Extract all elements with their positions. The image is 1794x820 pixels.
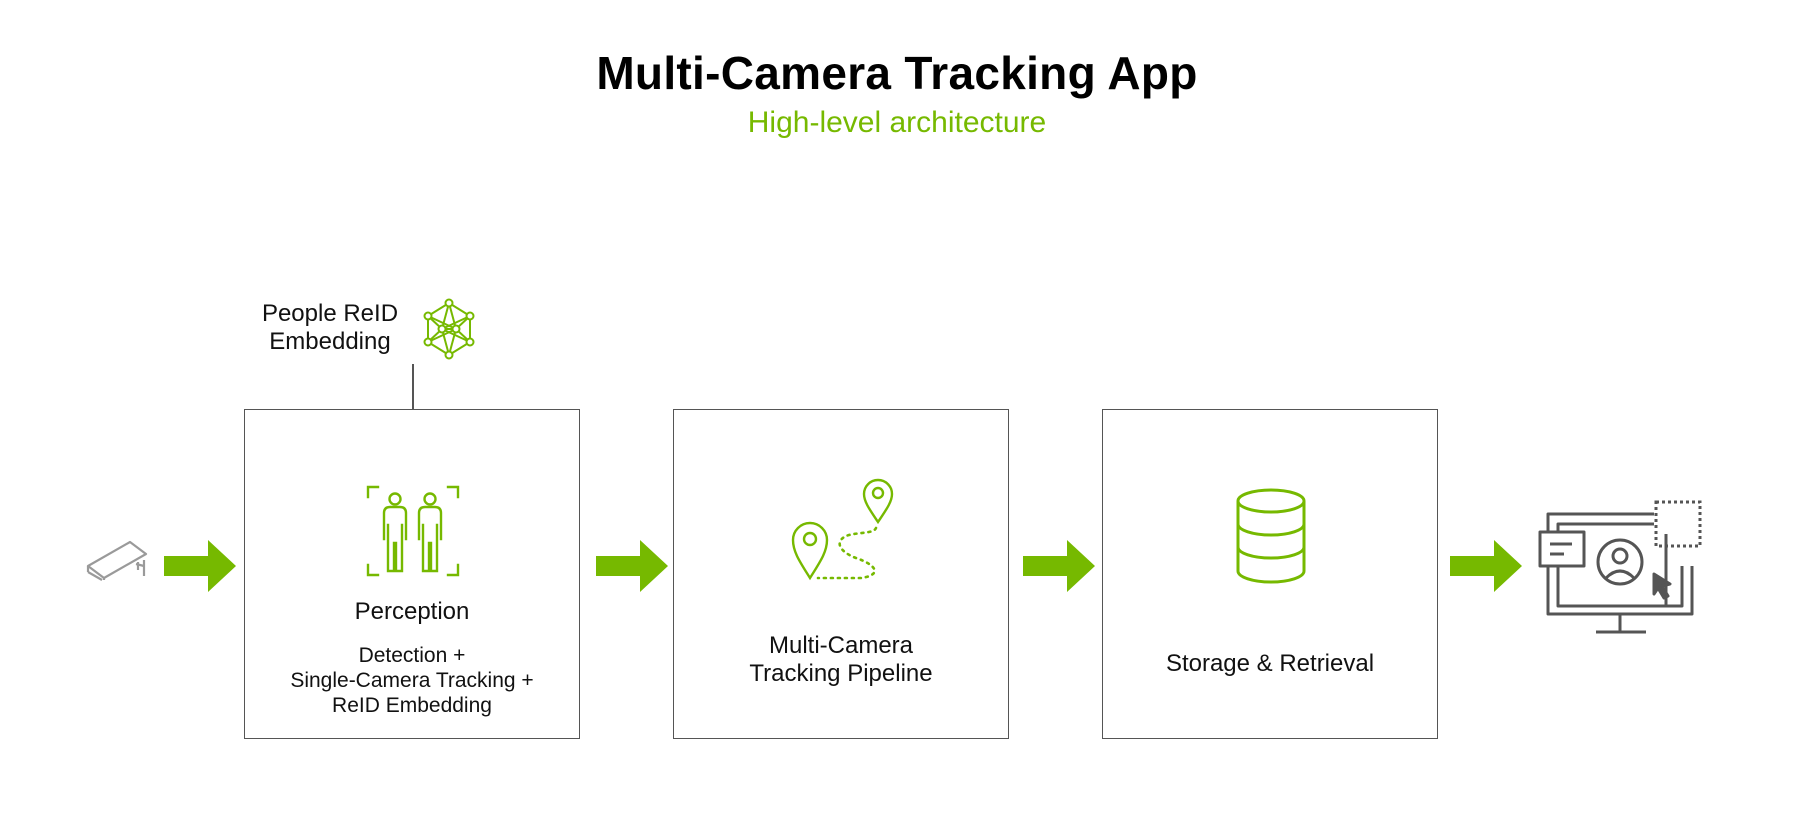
page-subtitle: High-level architecture	[747, 106, 1047, 139]
route-pins-icon	[791, 478, 894, 581]
mct-title-line-2: Tracking Pipeline	[749, 660, 933, 687]
flow-arrow-2	[596, 540, 668, 592]
flow-arrow-4	[1450, 540, 1522, 592]
storage-box: Storage & Retrieval	[1102, 409, 1438, 739]
mct-pipeline-box: Multi-Camera Tracking Pipeline	[673, 409, 1009, 739]
mct-title-line-1: Multi-Camera	[768, 632, 914, 659]
perception-title: Perception	[354, 598, 470, 625]
perception-box: Perception Detection + Single-Camera Tra…	[244, 409, 580, 739]
neural-network-icon	[423, 298, 475, 360]
page-title: Multi-Camera Tracking App	[596, 47, 1198, 99]
people-detection-icon	[366, 485, 460, 577]
camera-icon	[86, 540, 148, 581]
perception-desc-line-3: ReID Embedding	[332, 694, 492, 717]
flow-arrow-1	[164, 540, 236, 592]
flow-arrow-3	[1023, 540, 1095, 592]
database-icon	[1236, 488, 1306, 584]
reid-model-label: People ReID Embedding	[261, 300, 399, 355]
storage-title: Storage & Retrieval	[1165, 650, 1375, 677]
perception-desc-line-2: Single-Camera Tracking +	[290, 669, 534, 692]
monitor-dashboard-icon	[1538, 500, 1702, 634]
perception-desc-line-1: Detection +	[358, 644, 466, 667]
